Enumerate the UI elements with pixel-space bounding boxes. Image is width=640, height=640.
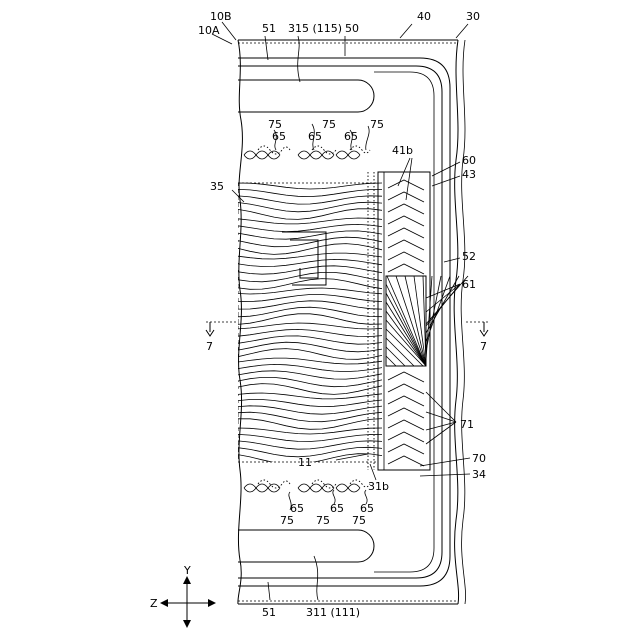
hatch-line [386, 329, 423, 366]
terminal-stripe [388, 264, 424, 274]
label-315: 315 (115) [288, 22, 342, 35]
coil-line [238, 224, 382, 231]
label-65-c: 65 [344, 130, 358, 143]
terminal-stripe [388, 456, 424, 466]
terminal-stripe [388, 408, 424, 418]
hatch-line [386, 320, 426, 366]
terminal-stripe [388, 444, 424, 454]
coil-line [238, 400, 382, 407]
coil-line [238, 259, 382, 266]
section-line-7 [206, 322, 490, 336]
coil-line [238, 307, 382, 317]
label-311: 311 (111) [306, 606, 360, 619]
coil-line [238, 336, 382, 344]
label-41b: 41b [392, 144, 413, 157]
label-7-left: 7 [206, 340, 213, 353]
label-10A: 10A [198, 24, 220, 37]
terminal-stripe [388, 204, 424, 214]
label-75-d: 75 [280, 514, 294, 527]
label-30: 30 [466, 10, 480, 23]
hatch-line [386, 347, 405, 366]
label-31b: 31b [368, 480, 389, 493]
terminal-stripe [388, 180, 424, 190]
coil-line [238, 189, 382, 196]
coil-line [238, 279, 382, 290]
label-51-bottom: 51 [262, 606, 276, 619]
terminal-stripe [388, 396, 424, 406]
axis-label-y: Y [183, 564, 191, 577]
bottom-slot [238, 530, 374, 562]
terminal-stripe [388, 420, 424, 430]
hatch-line [426, 276, 441, 351]
label-35: 35 [210, 180, 224, 193]
coil-line [238, 342, 382, 352]
hatch-line [386, 302, 426, 366]
hatch-line [386, 356, 396, 366]
coil-line [238, 349, 382, 360]
coil-line [238, 329, 382, 336]
terminal-stripe [388, 252, 424, 262]
label-11: 11 [298, 456, 312, 469]
coil-line [238, 266, 382, 274]
coil-line [238, 393, 382, 399]
label-43: 43 [462, 168, 476, 181]
hatch-line [386, 338, 414, 366]
label-60: 60 [462, 154, 476, 167]
coil-line [238, 377, 382, 386]
label-71: 71 [460, 418, 474, 431]
label-65-e: 65 [330, 502, 344, 515]
stitch-row-bottom [244, 480, 370, 492]
coil-line [238, 301, 382, 309]
terminal-stripe [388, 228, 424, 238]
label-34: 34 [472, 468, 486, 481]
terminal-block [368, 172, 468, 470]
label-52: 52 [462, 250, 476, 263]
coil-line [238, 441, 382, 449]
terminal-stripe [388, 240, 424, 250]
axis-indicator [160, 576, 216, 628]
top-slot [238, 80, 374, 112]
terminal-stripe [388, 372, 424, 382]
coil-line [238, 364, 382, 371]
coil-line [238, 419, 382, 430]
label-75-b: 75 [322, 118, 336, 131]
coil-line [238, 323, 382, 329]
label-61: 61 [462, 278, 476, 291]
label-51-top: 51 [262, 22, 276, 35]
coil-line [238, 434, 382, 441]
terminal-stripe [388, 192, 424, 202]
axis-label-z: Z [150, 597, 158, 610]
label-40: 40 [417, 10, 431, 23]
terminal-stripe [388, 432, 424, 442]
label-65-a: 65 [272, 130, 286, 143]
label-75-f: 75 [352, 514, 366, 527]
coil-line [238, 183, 382, 189]
label-50: 50 [345, 22, 359, 35]
terminal-stripe [388, 216, 424, 226]
label-10B: 10B [210, 10, 232, 23]
hatch-line [386, 293, 426, 366]
label-75-e: 75 [316, 514, 330, 527]
terminal-stripe [388, 384, 424, 394]
label-65-b: 65 [308, 130, 322, 143]
coil-line [238, 253, 382, 259]
label-7-right: 7 [480, 340, 487, 353]
hatch-line [386, 284, 426, 366]
coil-line [238, 218, 382, 224]
label-70: 70 [472, 452, 486, 465]
coil-region [238, 183, 382, 464]
label-75-c: 75 [370, 118, 384, 131]
